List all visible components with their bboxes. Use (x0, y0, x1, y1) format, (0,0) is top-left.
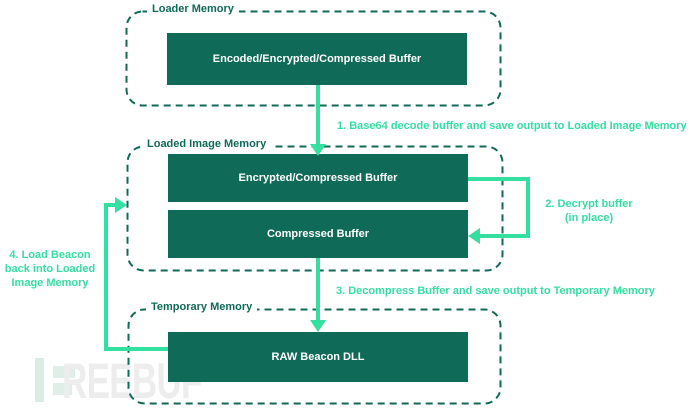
step1-label: 1. Base64 decode buffer and save output … (337, 120, 687, 132)
freebuf-logo-block-bottom (53, 383, 72, 395)
step4-arrow-line-top (104, 203, 116, 207)
region-label-loaded-image-memory: Loaded Image Memory (142, 137, 272, 152)
step3-arrow-line (316, 258, 320, 322)
region-label-loader-memory: Loader Memory (147, 2, 239, 17)
step3-arrow-down-icon (310, 320, 326, 332)
buffer-box-compressed: Compressed Buffer (168, 210, 468, 258)
dashed-border (125, 10, 502, 107)
buffer-box-encrypted-compressed: Encrypted/Compressed Buffer (168, 154, 468, 202)
buffer-box-raw-beacon-dll: RAW Beacon DLL (168, 332, 468, 382)
region-loaded-image-memory: Loaded Image Memory Encrypted/Compressed… (126, 137, 504, 272)
step3-label: 3. Decompress Buffer and save output to … (336, 285, 655, 297)
region-temporary-memory: Temporary Memory RAW Beacon DLL (127, 300, 502, 405)
freebuf-logo-block-top (53, 366, 75, 378)
step2-arrow-line-bottom (479, 234, 530, 238)
step2-arrow-line-top (468, 177, 530, 181)
dashed-border (127, 308, 502, 405)
step2-arrow-left-icon (468, 228, 480, 244)
step1-arrow-line (316, 85, 320, 145)
step1-arrow-down-icon (310, 144, 326, 156)
buffer-box-encoded-encrypted-compressed: Encoded/Encrypted/Compressed Buffer (167, 33, 467, 85)
step4-label: 4. Load Beacon back into Loaded Image Me… (4, 249, 96, 289)
step4-arrow-right-icon (115, 197, 127, 213)
freebuf-logo-bar (35, 358, 44, 402)
step4-arrow-line-bottom (104, 347, 168, 351)
step2-label: 2. Decrypt buffer (in place) (545, 198, 633, 224)
step2-arrow-line-vertical (526, 177, 530, 238)
step4-arrow-line-vertical (104, 203, 108, 351)
region-label-temporary-memory: Temporary Memory (146, 300, 258, 315)
region-loader-memory: Loader Memory Encoded/Encrypted/Compress… (125, 2, 502, 107)
